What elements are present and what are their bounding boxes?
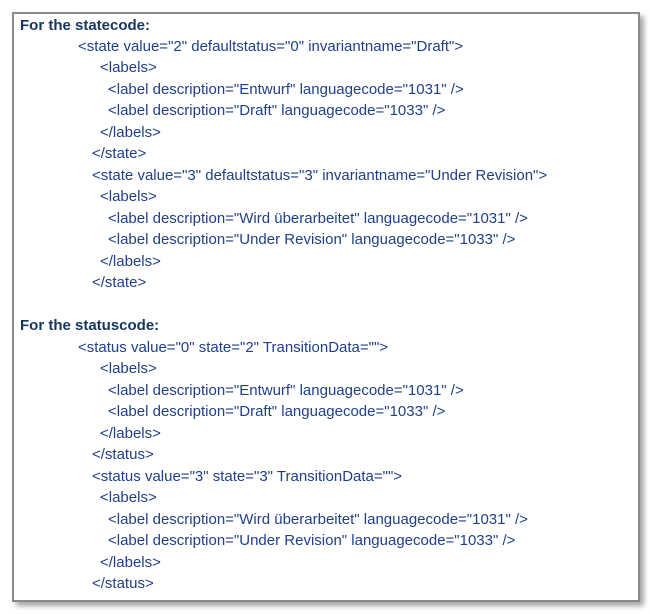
code-line: <label description="Entwurf" languagecod… xyxy=(108,81,464,98)
code-line: <status value="3" state="3" TransitionDa… xyxy=(92,468,403,485)
code-line: </labels> xyxy=(100,425,161,442)
code-line: <labels> xyxy=(100,360,157,377)
code-line: <status value="0" state="2" TransitionDa… xyxy=(78,339,389,356)
code-line: </status> xyxy=(92,446,154,463)
code-line: <state value="3" defaultstatus="3" invar… xyxy=(92,167,548,184)
code-line: </state> xyxy=(92,145,147,162)
code-line: <label description="Under Revision" lang… xyxy=(108,231,516,248)
code-line: <label description="Under Revision" lang… xyxy=(108,532,516,549)
code-line: </state> xyxy=(92,274,147,291)
code-line: <label description="Draft" languagecode=… xyxy=(108,403,446,420)
code-line: <state value="2" defaultstatus="0" invar… xyxy=(78,38,464,55)
code-line: <label description="Wird überarbeitet" l… xyxy=(108,511,528,528)
code-line: <labels> xyxy=(100,188,157,205)
code-line: <labels> xyxy=(100,489,157,506)
statecode-heading: For the statecode: xyxy=(20,17,151,34)
code-line: </labels> xyxy=(100,554,161,571)
document-frame xyxy=(12,12,640,602)
code-line: </status> xyxy=(92,575,154,592)
code-line: <label description="Draft" languagecode=… xyxy=(108,102,446,119)
statuscode-heading: For the statuscode: xyxy=(20,317,160,334)
code-line: <label description="Wird überarbeitet" l… xyxy=(108,210,528,227)
code-line: <label description="Entwurf" languagecod… xyxy=(108,382,464,399)
code-line: </labels> xyxy=(100,253,161,270)
code-line: <labels> xyxy=(100,59,157,76)
code-line: </labels> xyxy=(100,124,161,141)
